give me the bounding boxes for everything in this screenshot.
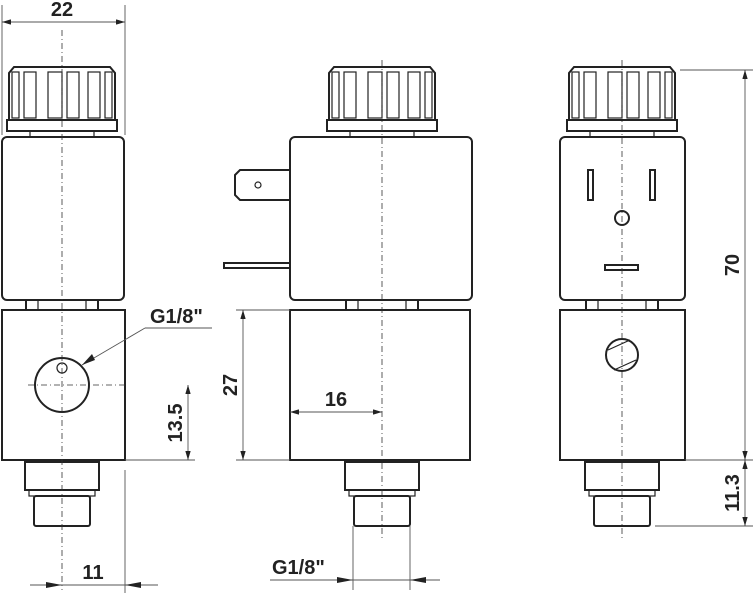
dim-16: 16 bbox=[325, 389, 347, 411]
coil bbox=[1, 136, 125, 301]
dim-22: 22 bbox=[51, 0, 73, 21]
valve-body bbox=[289, 309, 471, 461]
spade-terminal bbox=[234, 169, 291, 201]
dim-27: 27 bbox=[220, 374, 242, 396]
valve-body bbox=[559, 309, 686, 461]
dim-g18-left: G1/8" bbox=[150, 306, 203, 328]
front-view bbox=[223, 60, 473, 540]
left-view bbox=[1, 30, 126, 590]
coil bbox=[289, 136, 473, 301]
dim-g18-bottom: G1/8" bbox=[272, 557, 325, 579]
dim-11-3: 11.3 bbox=[722, 474, 744, 512]
dim-70: 70 bbox=[722, 254, 744, 276]
right-view bbox=[559, 60, 686, 540]
wire bbox=[223, 262, 295, 269]
dim-13-5: 13.5 bbox=[165, 404, 187, 443]
dim-11: 11 bbox=[82, 562, 103, 584]
